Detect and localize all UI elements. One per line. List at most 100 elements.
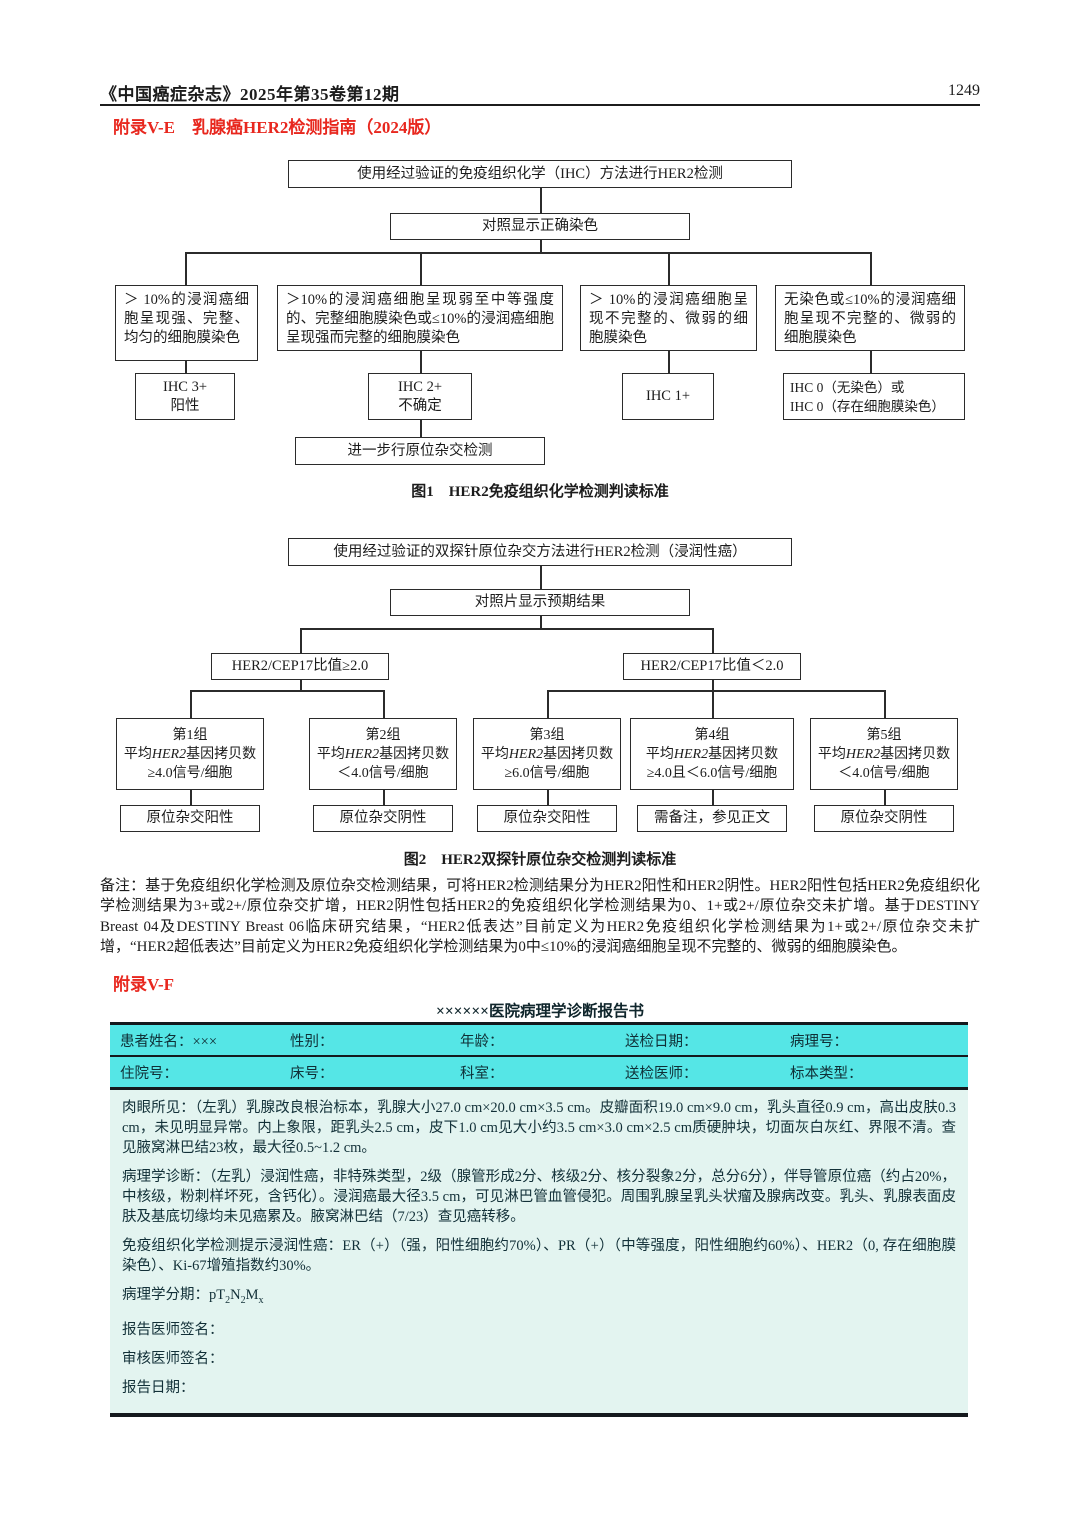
flow-box-control-expected: 对照片显示预期结果 — [390, 589, 690, 616]
connector-line — [190, 690, 383, 692]
group-copies: ≥4.0信号/细胞 — [147, 765, 233, 781]
gross-findings: 肉眼所见：（左乳）乳腺改良根治标本，乳腺大小27.0 cm×20.0 cm×3.… — [122, 1100, 956, 1156]
connector-line — [420, 420, 422, 437]
connector-line — [420, 252, 422, 285]
flow-box-branch-incomplete: ＞ 10%的浸润癌细胞呈现不完整的、微弱的细胞膜染色 — [580, 285, 757, 351]
note-paragraph: 备注：基于免疫组织化学检测及原位杂交检测结果，可将HER2检测结果分为HER2阳… — [100, 878, 980, 955]
send-date-field: 送检日期： — [625, 1033, 698, 1050]
pathology-diagnosis: 病理学诊断：（左乳）浸润性癌，非特殊类型，2级（腺管形成2分、核级2分、核分裂象… — [122, 1169, 956, 1225]
connector-line — [185, 252, 187, 285]
sex-field: 性别： — [290, 1033, 334, 1050]
report-info-row-2: 住院号： 床号： 科室： 送检医师： 标本类型： — [110, 1057, 968, 1090]
group-copies: ＜4.0信号/细胞 — [838, 765, 930, 781]
connector-line — [547, 690, 549, 718]
department-field: 科室： — [460, 1065, 504, 1082]
connector-line — [540, 616, 542, 628]
group-name: 第2组 — [365, 727, 401, 743]
connector-line — [668, 351, 670, 373]
group-name: 第1组 — [172, 727, 208, 743]
group-name: 第5组 — [866, 727, 902, 743]
admission-no-field: 住院号： — [120, 1065, 178, 1082]
flow-box-group4: 第4组 平均HER2基因拷贝数 ≥4.0且＜6.0信号/细胞 — [630, 718, 794, 790]
flow-box-ihc3-positive: IHC 3+ 阳性 — [135, 373, 235, 420]
reporter-signature-line: 报告医师签名： — [122, 1321, 224, 1338]
group-copies: ≥6.0信号/细胞 — [504, 765, 590, 781]
flow-box-branch-strong: ＞ 10%的浸润癌细胞呈现强、完整、均匀的细胞膜染色 — [115, 285, 258, 361]
flow-box-ish-method: 使用经过验证的双探针原位杂交方法进行HER2检测（浸润性癌） — [288, 538, 792, 566]
bed-no-field: 床号： — [290, 1065, 334, 1082]
flow-box-ratio-high: HER2/CEP17比值≥2.0 — [211, 653, 389, 680]
group-copies: ≥4.0且＜6.0信号/细胞 — [646, 765, 778, 781]
connector-line — [712, 680, 714, 690]
header-rule — [100, 104, 980, 106]
pathology-report-table: 患者姓名：××× 性别： 年龄： 送检日期： 病理号： 住院号： 床号： 科室：… — [110, 1022, 968, 1417]
flow-box-control-staining: 对照显示正确染色 — [390, 213, 690, 240]
pathology-staging: 病理学分期：pT2N2Mx — [122, 1287, 264, 1306]
flow-box-ish-followup: 进一步行原位杂交检测 — [295, 437, 545, 465]
report-body: 肉眼所见：（左乳）乳腺改良根治标本，乳腺大小27.0 cm×20.0 cm×3.… — [110, 1090, 968, 1413]
connector-line — [712, 628, 714, 653]
flow-box-branch-nostain: 无染色或≤10%的浸润癌细胞呈现不完整的、微弱的细胞膜染色 — [775, 285, 965, 351]
connector-line — [540, 566, 542, 589]
flow-box-group2: 第2组 平均HER2基因拷贝数 ＜4.0信号/细胞 — [309, 718, 457, 790]
report-title: ××××××医院病理学诊断报告书 — [436, 1003, 644, 1020]
figure1-flowchart: 使用经过验证的免疫组织化学（IHC）方法进行HER2检测 对照显示正确染色 ＞ … — [100, 160, 980, 505]
connector-line — [870, 252, 872, 285]
flow-box-group5: 第5组 平均HER2基因拷贝数 ＜4.0信号/细胞 — [810, 718, 958, 790]
figure1-caption: 图1 HER2免疫组织化学检测判读标准 — [411, 484, 669, 500]
group-gene-line: 平均HER2基因拷贝数 — [480, 746, 614, 762]
connector-line — [540, 188, 542, 213]
send-doctor-field: 送检医师： — [625, 1065, 698, 1082]
group-name: 第3组 — [529, 727, 565, 743]
connector-line — [300, 680, 302, 690]
connector-line — [547, 790, 549, 805]
flow-box-result-ish-neg1: 原位杂交阴性 — [313, 805, 453, 832]
connector-line — [547, 690, 884, 692]
group-copies: ＜4.0信号/细胞 — [337, 765, 429, 781]
reviewer-signature-line: 审核医师签名： — [122, 1350, 224, 1367]
connector-line — [884, 690, 886, 718]
flow-box-result-note: 需备注，参见正文 — [637, 805, 787, 832]
report-date-line: 报告日期： — [122, 1379, 195, 1396]
flow-box-ratio-low: HER2/CEP17比值＜2.0 — [623, 653, 801, 680]
connector-line — [540, 240, 542, 252]
connector-line — [884, 790, 886, 805]
flow-box-result-ish-neg2: 原位杂交阴性 — [814, 805, 954, 832]
ihc-findings: 免疫组织化学检测提示浸润性癌：ER（+）（强，阳性细胞约70%）、PR（+）（中… — [122, 1238, 956, 1274]
group-name: 第4组 — [694, 727, 730, 743]
connector-line — [190, 690, 192, 718]
connector-line — [383, 790, 385, 805]
group-gene-line: 平均HER2基因拷贝数 — [817, 746, 951, 762]
connector-line — [300, 628, 713, 630]
flow-box-result-ish-pos2: 原位杂交阳性 — [477, 805, 617, 832]
flow-box-group3: 第3组 平均HER2基因拷贝数 ≥6.0信号/细胞 — [473, 718, 621, 790]
connector-line — [712, 790, 714, 805]
figure2-flowchart: 使用经过验证的双探针原位杂交方法进行HER2检测（浸润性癌） 对照片显示预期结果… — [100, 538, 980, 878]
group-gene-line: 平均HER2基因拷贝数 — [316, 746, 450, 762]
connector-line — [712, 690, 714, 718]
connector-line — [420, 351, 422, 373]
appendix-ve-heading: 附录V-E 乳腺癌HER2检测指南（2024版） — [113, 118, 442, 137]
flow-box-ihc2-equivocal: IHC 2+ 不确定 — [368, 373, 472, 420]
flow-box-branch-weak-moderate: ＞10%的浸润癌细胞呈现弱至中等强度的、完整细胞膜染色或≤10%的浸润癌细胞呈现… — [277, 285, 563, 351]
connector-line — [383, 690, 385, 718]
flow-box-ihc0: IHC 0（无染色）或 IHC 0（存在细胞膜染色） — [783, 373, 965, 420]
flow-box-ihc1: IHC 1+ — [622, 373, 714, 420]
connector-line — [300, 628, 302, 653]
journal-title: 《中国癌症杂志》2025年第35卷第12期 — [100, 85, 400, 104]
pathology-no-field: 病理号： — [790, 1033, 848, 1050]
appendix-vf-heading: 附录V-F — [113, 975, 175, 994]
group-gene-line: 平均HER2基因拷贝数 — [123, 746, 257, 762]
connector-line — [185, 252, 871, 254]
age-field: 年龄： — [460, 1033, 504, 1050]
figure2-caption: 图2 HER2双探针原位杂交检测判读标准 — [403, 852, 677, 868]
patient-name-field: 患者姓名：××× — [120, 1033, 218, 1050]
flow-box-result-ish-pos1: 原位杂交阳性 — [120, 805, 260, 832]
specimen-type-field: 标本类型： — [790, 1065, 863, 1082]
group-gene-line: 平均HER2基因拷贝数 — [645, 746, 779, 762]
flow-box-ihc-method: 使用经过验证的免疫组织化学（IHC）方法进行HER2检测 — [288, 160, 792, 188]
report-info-row-1: 患者姓名：××× 性别： 年龄： 送检日期： 病理号： — [110, 1025, 968, 1057]
connector-line — [185, 361, 187, 373]
connector-line — [870, 351, 872, 373]
page-number: 1249 — [948, 82, 980, 99]
